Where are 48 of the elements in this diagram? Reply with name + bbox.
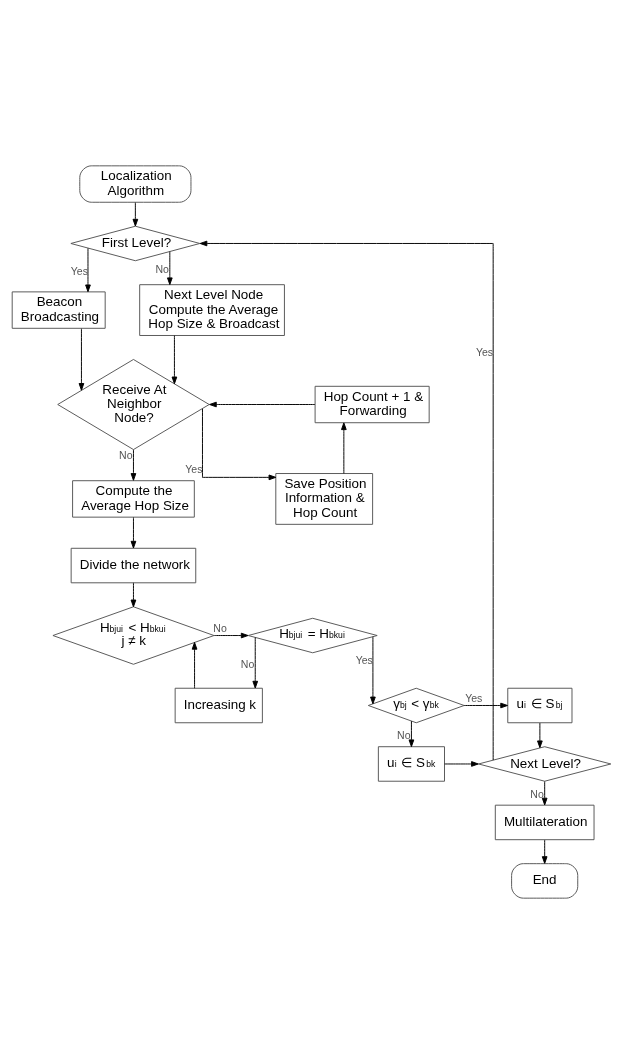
- arrow: [130, 516, 137, 548]
- edge-label: No: [213, 621, 227, 634]
- node-box: End: [511, 862, 579, 899]
- arrow: [408, 720, 415, 747]
- arrow: [252, 636, 259, 688]
- arrow: [537, 722, 543, 748]
- arrow: [167, 250, 173, 285]
- node-diamond: Next Level?: [478, 745, 612, 782]
- node-box: Localization Algorithm: [79, 164, 192, 203]
- arrow: [130, 448, 137, 481]
- arrow: [444, 760, 479, 767]
- arrow: [78, 327, 85, 391]
- node-box: Next Level Node Compute the Average Hop Size & Broadcast: [139, 283, 285, 336]
- node-box: Divide the network: [70, 547, 197, 583]
- arrow: [130, 581, 137, 607]
- edge-label: Yes: [465, 691, 483, 704]
- edge-label: No: [397, 728, 411, 741]
- edge-label: No: [155, 262, 169, 275]
- node-box: Increasing k: [174, 687, 263, 723]
- arrow: [132, 201, 139, 226]
- node-diamond: Hbjui < Hbkui j ≠ k: [52, 605, 215, 665]
- node-diamond: Receive At Neighbor Node?: [57, 358, 210, 450]
- node-box: Beacon Broadcasting: [11, 290, 106, 329]
- edge-label: Yes: [185, 462, 203, 475]
- node-box: Save Position Information & Hop Count: [275, 472, 374, 525]
- edge-label: No: [530, 787, 544, 800]
- node-box: ui ∈ Sbk: [377, 745, 445, 782]
- arrow: [213, 632, 249, 638]
- arrow: [199, 240, 494, 761]
- edge-label: No: [240, 657, 255, 670]
- node-box: Hop Count + 1 & Forwarding: [314, 385, 430, 423]
- node-box: Multilateration: [494, 804, 595, 840]
- arrow: [202, 407, 277, 480]
- arrow: [541, 780, 548, 805]
- node-diamond: Hbjui = Hbkui: [247, 617, 378, 653]
- arrow: [463, 702, 508, 708]
- edge-label: No: [119, 448, 133, 461]
- arrow: [341, 421, 347, 474]
- arrow: [191, 641, 198, 689]
- node-box: Compute the Average Hop Size: [72, 479, 195, 518]
- arrow: [171, 334, 178, 384]
- arrow: [541, 839, 548, 864]
- arrow: [85, 247, 91, 292]
- node-box: ui ∈ Sbj: [507, 687, 573, 723]
- arrow: [370, 635, 376, 704]
- arrow: [209, 401, 316, 407]
- edge-label: Yes: [475, 345, 494, 358]
- node-diamond: First Level?: [70, 225, 201, 261]
